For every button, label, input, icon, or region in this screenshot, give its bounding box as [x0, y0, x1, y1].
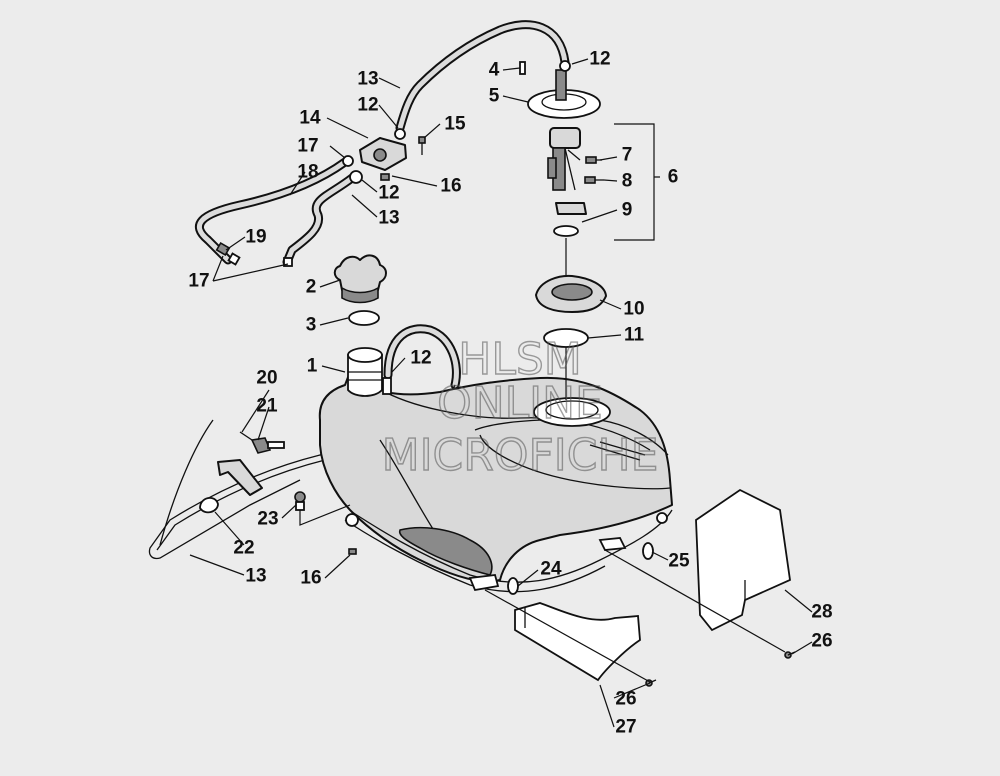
callout-16-valve: 16 [440, 176, 461, 197]
fuel-pump-assembly [547, 127, 581, 191]
cap-gasket [348, 310, 380, 326]
callout-3: 3 [306, 315, 317, 336]
inline-fuel-filter [239, 431, 285, 454]
vent-hose-18 [194, 157, 350, 265]
valve-screw-15 [418, 136, 426, 155]
callout-17-top: 17 [297, 136, 318, 157]
callout-22: 22 [233, 538, 254, 559]
callout-1: 1 [307, 356, 318, 377]
hose-clamp-b [349, 170, 363, 184]
pump-lock-ring [535, 274, 607, 313]
callout-20: 20 [256, 368, 277, 389]
callout-26-bottom: 26 [615, 689, 636, 710]
heat-shield-28 [695, 488, 791, 632]
fuel-pump-flange [519, 61, 601, 119]
pump-filter [553, 202, 587, 237]
callout-18: 18 [297, 162, 318, 183]
callout-6: 6 [668, 167, 679, 188]
callout-26-right: 26 [811, 631, 832, 652]
assembly-line-shield-27 [484, 589, 651, 683]
filter-bracket [217, 459, 263, 496]
callout-19: 19 [245, 227, 266, 248]
callout-12-tank: 12 [410, 348, 431, 369]
shield-screw-26a [784, 651, 796, 659]
callout-10: 10 [623, 299, 644, 320]
callout-28: 28 [811, 602, 832, 623]
callout-27: 27 [615, 717, 636, 738]
callout-11: 11 [624, 325, 645, 346]
callout-13-middle: 13 [378, 208, 399, 229]
hose-clamp-22 [199, 497, 219, 514]
callout-16-tank: 16 [300, 568, 321, 589]
drain-valve [294, 491, 306, 511]
grommet-25 [642, 542, 654, 560]
callout-24: 24 [540, 559, 562, 580]
pump-screw-7 [585, 156, 602, 164]
tank-nut-16 [348, 548, 357, 555]
callout-leaders [189, 58, 813, 728]
fuel-tank [318, 347, 673, 593]
callout-2: 2 [306, 277, 317, 298]
callout-17-bottom: 17 [188, 271, 209, 292]
tee-fitting [215, 241, 293, 267]
hose-clamp-a [394, 128, 406, 140]
vent-hose-13-middle [282, 173, 357, 267]
fuel-cap [333, 254, 387, 304]
callout-21: 21 [256, 396, 278, 417]
callout-25: 25 [668, 551, 690, 572]
callout-13-lower: 13 [245, 566, 266, 587]
watermark-line-2: ONLINE [437, 378, 603, 429]
grommet-24 [507, 577, 519, 595]
callout-7: 7 [622, 145, 633, 166]
callout-14: 14 [299, 108, 321, 129]
vent-hose-top [395, 20, 570, 133]
callout-5: 5 [489, 86, 500, 107]
callout-12-valve: 12 [357, 95, 378, 116]
callout-12-clamp: 12 [378, 183, 399, 204]
hose-clamp-c [342, 155, 354, 167]
assembly-line-23 [299, 504, 351, 526]
callout-15: 15 [444, 114, 466, 135]
callout-23: 23 [257, 509, 278, 530]
rollover-valve [359, 137, 407, 171]
pump-screw-8 [584, 176, 604, 184]
callout-8: 8 [622, 171, 633, 192]
watermark-line-3: MICROFICHE [382, 430, 659, 481]
assembly-line-shield-28 [604, 549, 786, 653]
callout-4: 4 [489, 60, 500, 81]
callout-9: 9 [622, 200, 633, 221]
valve-nut-16 [380, 173, 390, 181]
callout-12-pump: 12 [589, 49, 610, 70]
callout-13-top: 13 [357, 69, 378, 90]
watermark-line-1: HLSM [458, 334, 582, 385]
watermark: HLSM ONLINE MICROFICHE [381, 333, 659, 481]
vent-hose-12-tank [383, 324, 461, 390]
hose-clamp-d [559, 60, 571, 72]
